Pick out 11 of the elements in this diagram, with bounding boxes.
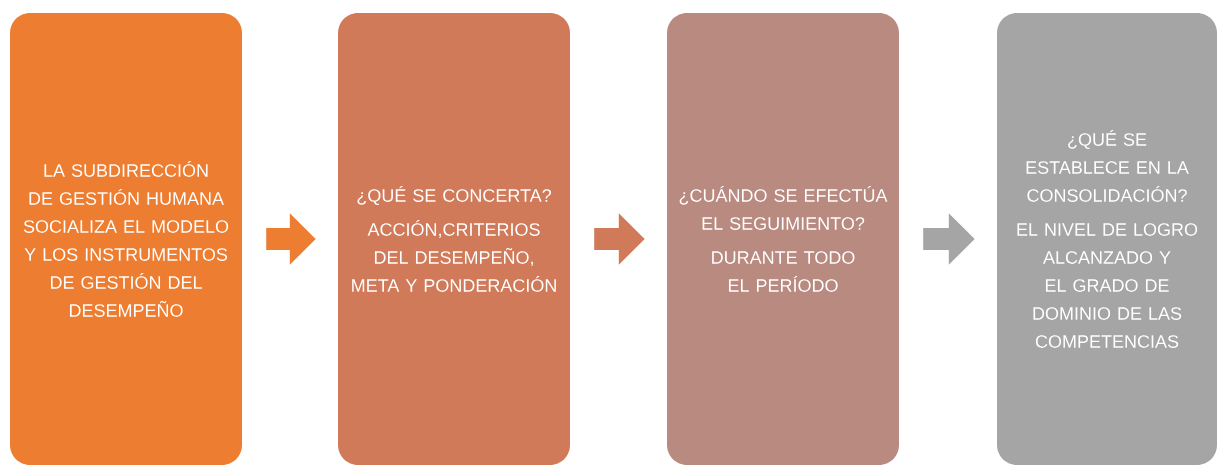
box-text: DURANTE TODO EL PERÍODO bbox=[712, 251, 855, 292]
process-box bbox=[667, 13, 899, 465]
box-text: ACCIÓN,CRITERIOS DEL DESEMPEÑO, META Y PONDERACIÓN bbox=[352, 220, 556, 292]
box-text: ¿QUÉ SE CONCERTA? bbox=[357, 186, 552, 206]
box-text: LA SUBDIRECCIÓN DE GESTIÓN HUMANA SOCIALIZA EL MODELO Y LOS INSTRUMENTOS DE GESTIÓN DEL DESEMPEÑO bbox=[23, 161, 229, 317]
box-text: ¿QUÉ SE ESTABLECE EN LA CONSOLIDACIÓN? bbox=[1026, 130, 1189, 202]
process-box bbox=[338, 13, 570, 465]
box-text: EL NIVEL DE LOGRO ALCANZADO Y EL GRADO DE DOMINIO DE LAS COMPETENCIAS bbox=[1017, 223, 1198, 348]
process-box bbox=[997, 13, 1217, 465]
box-text: ¿CUÁNDO SE EFECTÚA EL SEGUIMIENTO? bbox=[679, 186, 888, 230]
process-box bbox=[10, 13, 242, 465]
